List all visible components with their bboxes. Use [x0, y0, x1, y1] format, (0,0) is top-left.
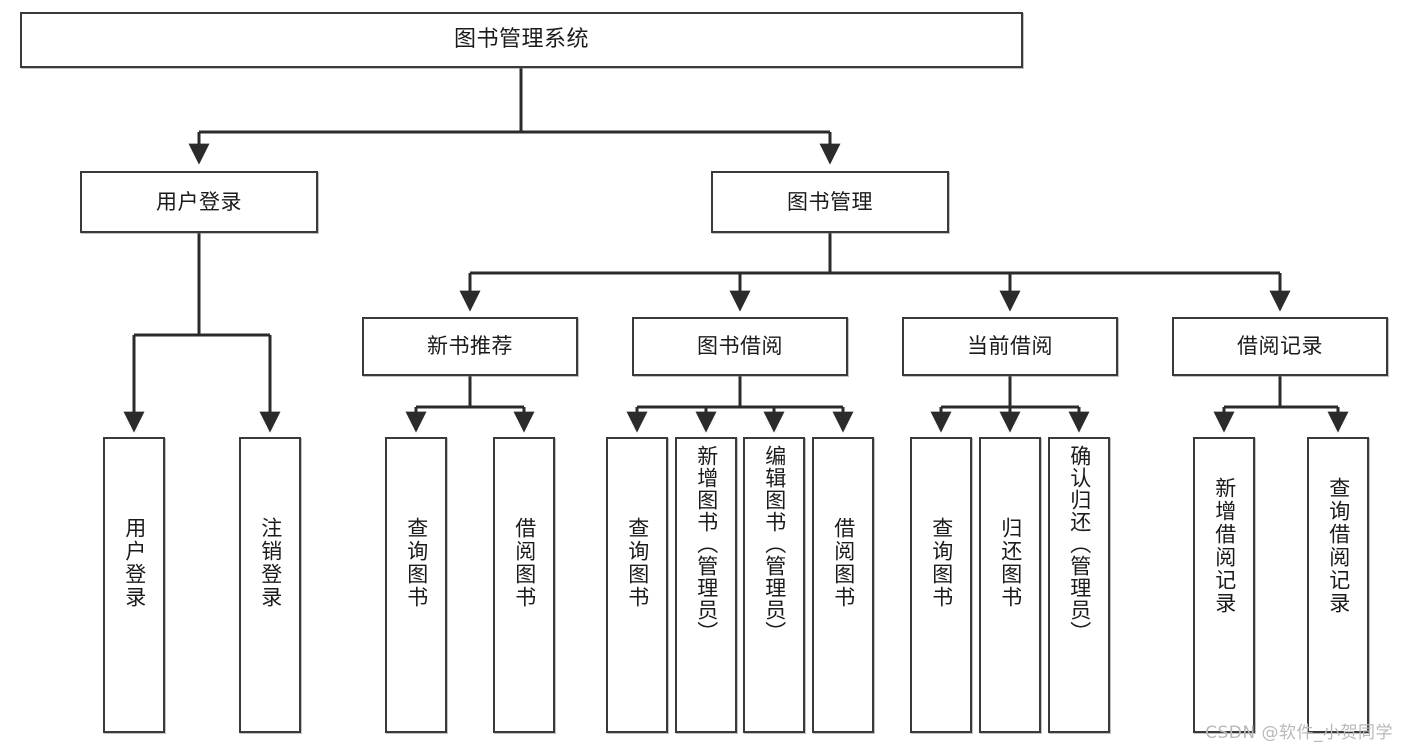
node-label: 编辑图书（管理员） — [762, 445, 787, 643]
node-current-borrow[interactable]: 当前借阅 — [902, 317, 1118, 376]
node-label: 确认归还（管理员） — [1067, 445, 1092, 643]
node-label: 新书推荐 — [427, 334, 513, 359]
node-label: 用户登录 — [156, 189, 242, 214]
node-label: 归还图书 — [998, 517, 1023, 609]
node-label: 查询借阅记录 — [1326, 477, 1351, 615]
leaf-user-login-signin[interactable]: 用户登录 — [103, 437, 165, 733]
node-label: 新增借阅记录 — [1212, 477, 1237, 615]
node-label: 查询图书 — [404, 517, 429, 609]
node-label: 查询图书 — [929, 517, 954, 609]
node-new-book-recommend[interactable]: 新书推荐 — [362, 317, 578, 376]
leaf-current-borrow-return[interactable]: 归还图书 — [979, 437, 1041, 733]
leaf-book-borrow-add[interactable]: 新增图书（管理员） — [675, 437, 737, 733]
node-book-management[interactable]: 图书管理 — [711, 171, 949, 233]
node-label: 图书管理 — [787, 189, 873, 214]
leaf-new-book-borrow[interactable]: 借阅图书 — [493, 437, 555, 733]
node-label: 查询图书 — [625, 517, 650, 609]
leaf-borrow-record-search[interactable]: 查询借阅记录 — [1307, 437, 1369, 733]
leaf-current-borrow-confirm-return[interactable]: 确认归还（管理员） — [1048, 437, 1110, 733]
node-label: 借阅图书 — [512, 517, 537, 609]
leaf-book-borrow-edit[interactable]: 编辑图书（管理员） — [743, 437, 805, 733]
node-label: 借阅记录 — [1237, 334, 1323, 359]
node-user-login[interactable]: 用户登录 — [80, 171, 318, 233]
node-label: 当前借阅 — [967, 334, 1053, 359]
node-label: 新增图书（管理员） — [694, 445, 719, 643]
node-label: 借阅图书 — [831, 517, 856, 609]
node-borrow-record[interactable]: 借阅记录 — [1172, 317, 1388, 376]
node-root-system[interactable]: 图书管理系统 — [20, 12, 1023, 68]
node-label: 用户登录 — [122, 517, 147, 609]
node-label: 图书借阅 — [697, 334, 783, 359]
leaf-book-borrow-search[interactable]: 查询图书 — [606, 437, 668, 733]
node-label: 注销登录 — [258, 517, 283, 609]
leaf-borrow-record-add[interactable]: 新增借阅记录 — [1193, 437, 1255, 733]
csdn-watermark: CSDN @软件_小贺同学 — [1205, 723, 1393, 743]
leaf-book-borrow-borrow[interactable]: 借阅图书 — [812, 437, 874, 733]
node-label: 图书管理系统 — [453, 27, 589, 53]
leaf-current-borrow-search[interactable]: 查询图书 — [910, 437, 972, 733]
leaf-user-login-signout[interactable]: 注销登录 — [239, 437, 301, 733]
leaf-new-book-search[interactable]: 查询图书 — [385, 437, 447, 733]
node-book-borrow[interactable]: 图书借阅 — [632, 317, 848, 376]
